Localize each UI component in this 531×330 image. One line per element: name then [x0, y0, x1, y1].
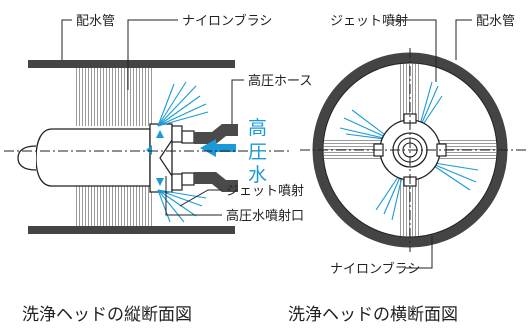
bristles-up — [400, 64, 420, 128]
label-nozzle-port: 高圧水噴射口 — [226, 208, 304, 224]
inner-flow-arrows — [146, 130, 164, 186]
label-nylon-brush-right: ナイロンブラシ — [330, 261, 420, 277]
label-pipe-right: 配水管 — [476, 14, 515, 29]
label-hose: 高圧ホース — [248, 73, 312, 89]
pipe-wall-top — [28, 60, 235, 68]
head-nose — [17, 145, 37, 171]
label-nylon-brush-left: ナイロンブラシ — [182, 13, 272, 29]
cross-section — [300, 48, 528, 252]
high-pressure-hose-bottom — [194, 172, 238, 192]
brush-bristles-top — [76, 68, 154, 126]
fitting-bottom-2 — [181, 172, 195, 186]
label-jet-left: ジェット噴射 — [226, 183, 304, 199]
caption-cross: 洗浄ヘッドの横断面図 — [288, 305, 458, 325]
high-pressure-hose-top — [194, 124, 238, 144]
inner-cone — [159, 139, 173, 177]
label-jet-right: ジェット噴射 — [330, 13, 408, 29]
bristles-down — [400, 172, 420, 236]
longitudinal-section — [4, 60, 290, 234]
label-water-2: 圧 — [248, 141, 267, 163]
water-flow-arrow — [200, 139, 236, 157]
fitting-bottom — [171, 173, 183, 191]
head-body — [35, 128, 151, 187]
fitting-top — [171, 125, 183, 143]
label-water-1: 高 — [248, 117, 267, 139]
caption-longitudinal: 洗浄ヘッドの縦断面図 — [22, 305, 192, 325]
water-jets-left — [157, 81, 209, 223]
label-water-3: 水 — [248, 164, 267, 186]
fitting-top-2 — [181, 130, 195, 144]
brush-bristles-bottom — [76, 186, 154, 226]
pipe-wall-bottom — [28, 226, 235, 234]
label-pipe-left: 配水管 — [76, 14, 115, 29]
leader-lines — [61, 19, 472, 269]
